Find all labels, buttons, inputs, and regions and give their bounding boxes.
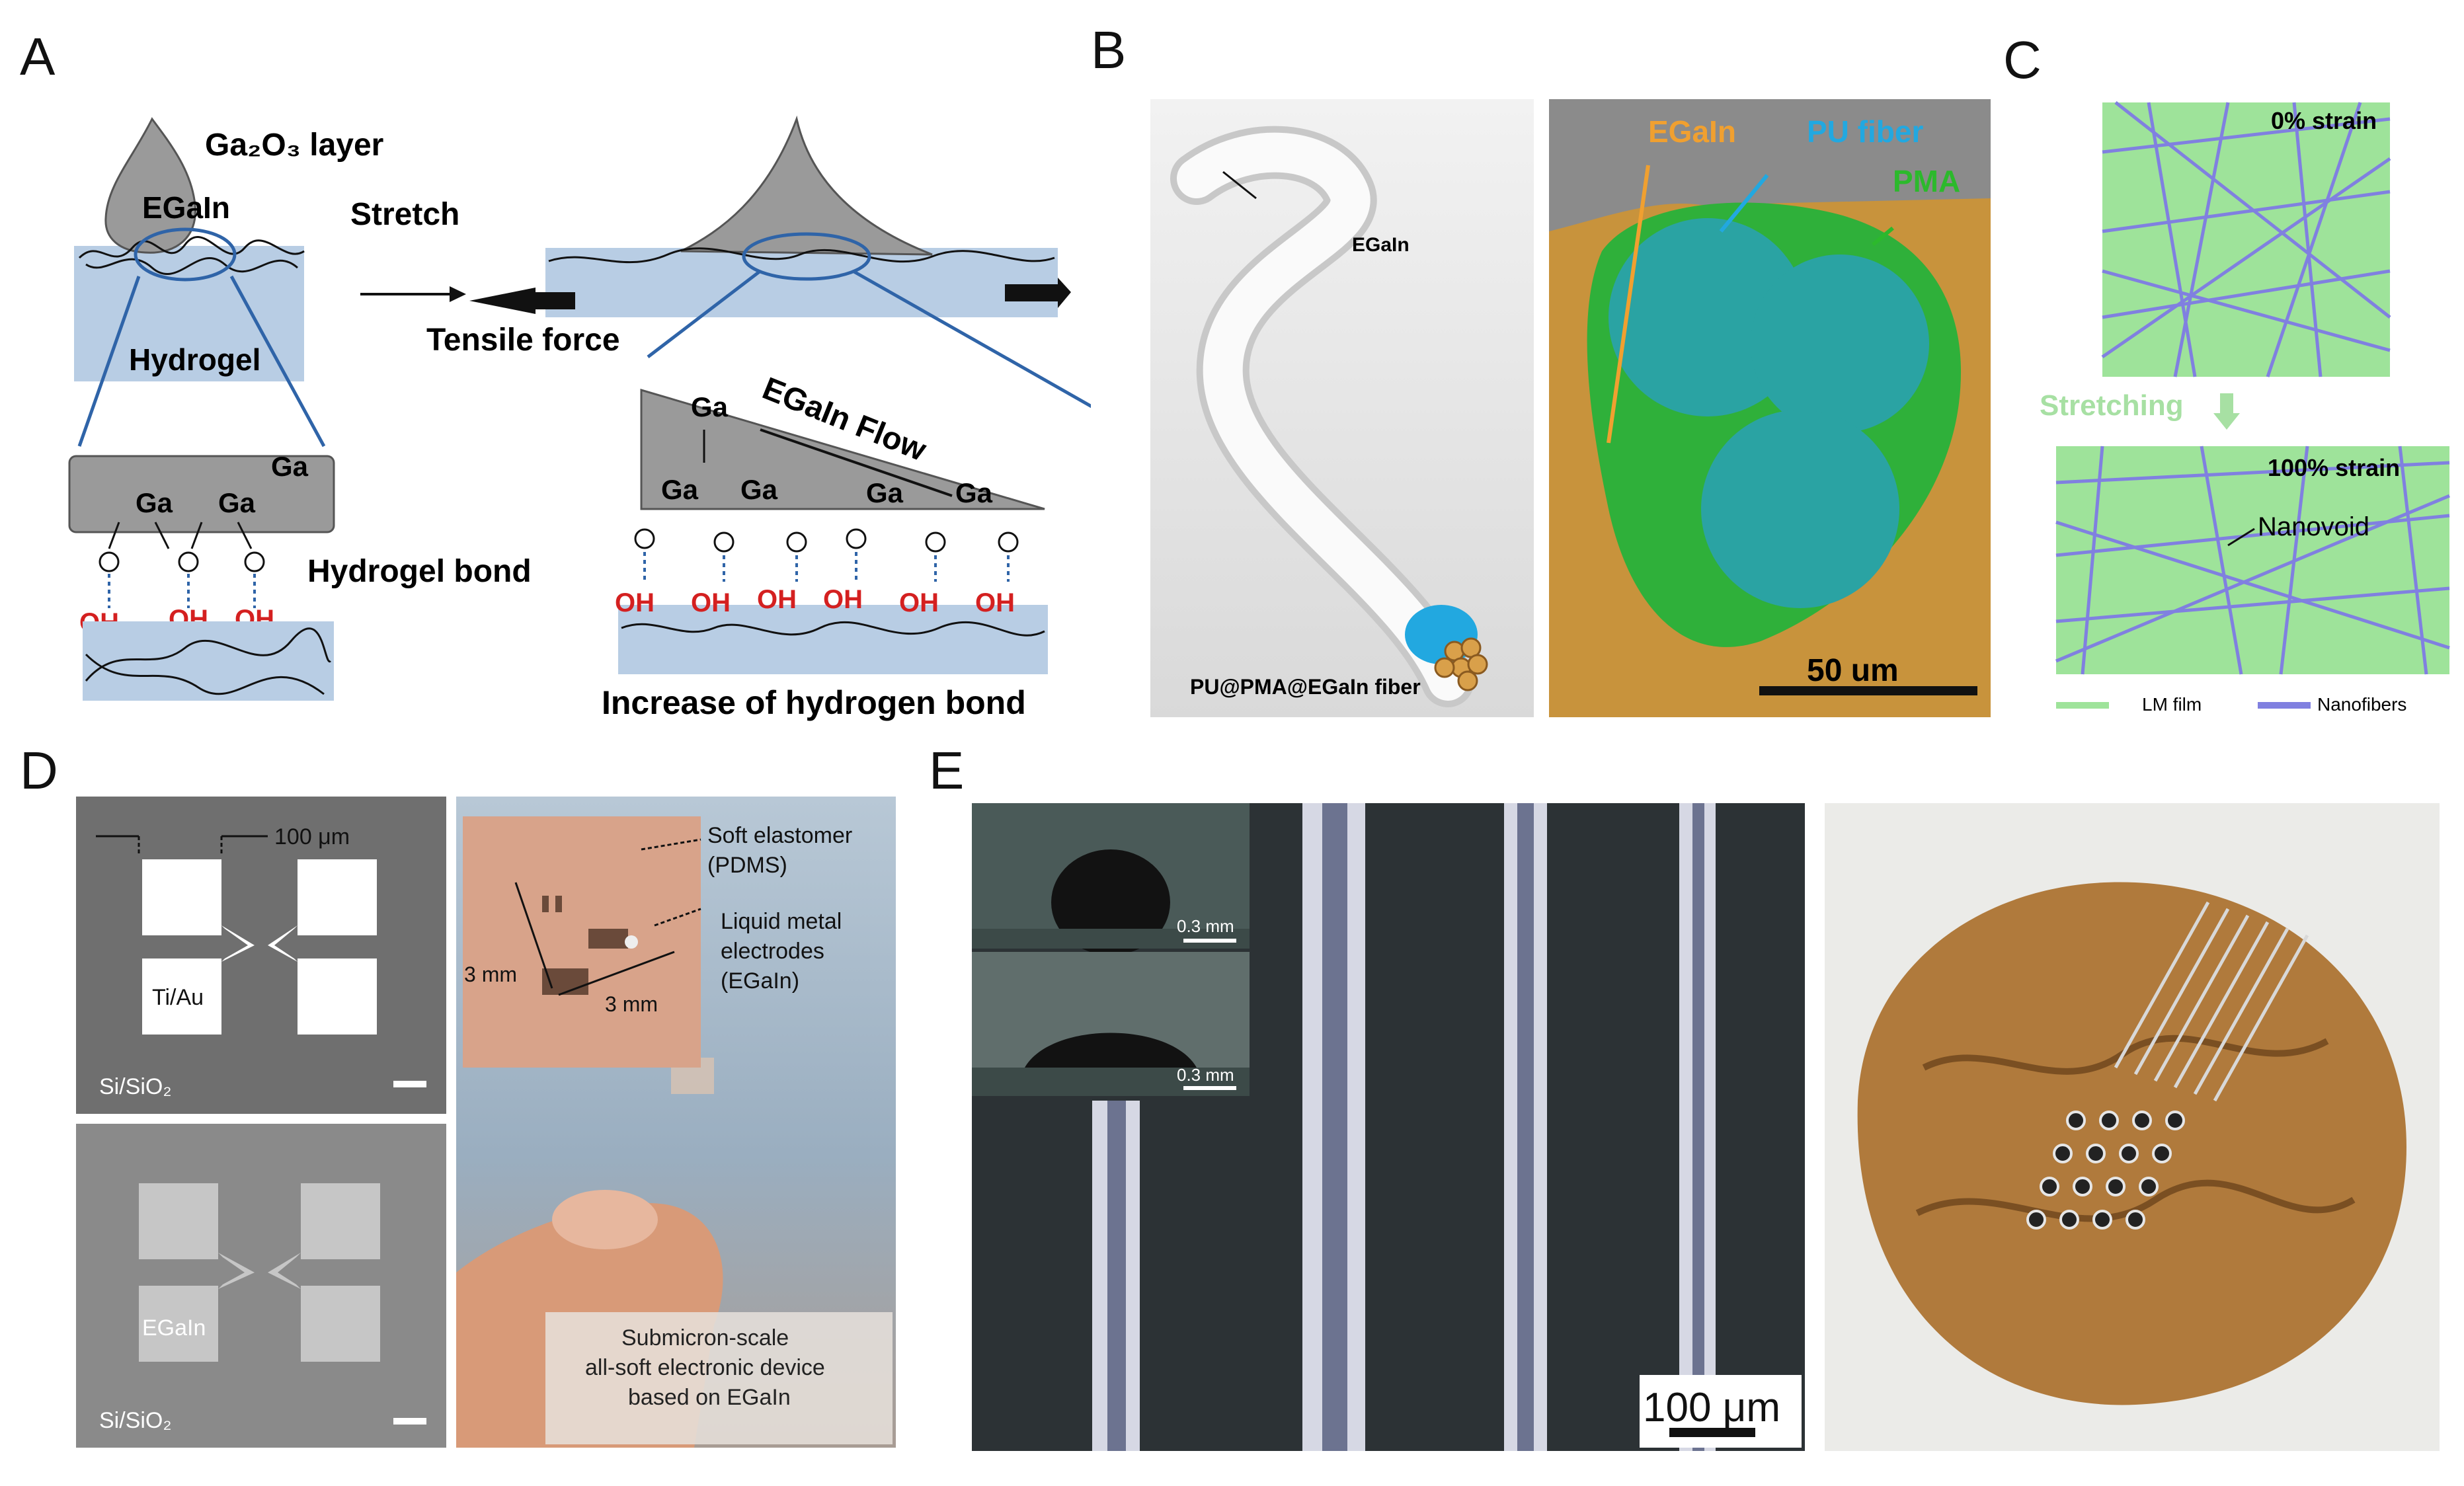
legend-lm-label: LM film <box>2142 694 2202 715</box>
dim-100um-label: 100 μm <box>274 824 350 849</box>
scale-bar-top <box>393 1081 426 1087</box>
oh-label-4: OH <box>615 588 655 617</box>
hydrogel-label: Hydrogel <box>129 342 260 377</box>
ga-label-4: Ga <box>691 391 729 422</box>
pma-label: PMA <box>1893 164 1960 198</box>
egain-sem-image: EGaIn Si/SiO₂ <box>76 1124 446 1448</box>
panel-label-b: B <box>1091 20 1127 79</box>
sem-scale-bar <box>1759 686 1977 695</box>
caption-line-2: all-soft electronic device <box>585 1355 825 1380</box>
ga-label-3: Ga <box>218 487 256 518</box>
fingernail <box>552 1190 658 1249</box>
fiber-sem-image: EGaIn PU fiber PMA 50 um <box>1549 99 1991 717</box>
pu-fiber-2 <box>1751 254 1929 433</box>
egain-strands <box>1434 637 1488 691</box>
oh-label-7: OH <box>823 585 863 614</box>
zoom-ellipse-right <box>742 232 871 281</box>
walnut <box>1857 882 2406 1405</box>
legend-nano-label: Nanofibers <box>2317 694 2406 715</box>
fiber-caption: PU@PMA@EGaIn fiber <box>1190 675 1421 699</box>
ga-label-8: Ga <box>955 477 993 508</box>
scale-bar-bottom <box>393 1418 426 1425</box>
legend-lm-swatch <box>2056 702 2109 709</box>
legend-nano-swatch <box>2258 702 2311 709</box>
stretch-label: Stretch <box>350 197 459 232</box>
oh-label-6: OH <box>757 585 797 614</box>
egain-sem-d-label: EGaIn <box>142 1315 206 1341</box>
dim-3mm-b-label: 3 mm <box>605 992 658 1016</box>
egain-paren-label: (EGaIn) <box>721 968 799 994</box>
device-inset <box>463 816 701 1068</box>
sisio2-top-label: Si/SiO₂ <box>99 1074 172 1099</box>
sisio2-bottom-label: Si/SiO₂ <box>99 1408 172 1433</box>
egain-fiber-label: EGaIn <box>1352 234 1410 256</box>
pu-fiber-3 <box>1701 410 1899 608</box>
oh-label-5: OH <box>691 588 731 617</box>
soft-elastomer-label: Soft elastomer <box>707 823 852 848</box>
main-scale-label: 100 μm <box>1643 1385 1780 1430</box>
ga-label-7: Ga <box>866 477 904 508</box>
tensile-force-label: Tensile force <box>426 323 620 358</box>
fiber-render-image: EGaIn PU@PMA@EGaIn fiber <box>1150 99 1534 717</box>
panel-label-a: A <box>20 27 56 86</box>
ga2o3-layer-label: Ga₂O₃ layer <box>205 128 383 163</box>
egain-label: EGaIn <box>142 190 230 225</box>
caption-box <box>545 1312 893 1444</box>
hydrogel-bond-label: Hydrogel bond <box>307 554 532 589</box>
inset1-scale-label: 0.3 mm <box>1177 916 1234 936</box>
inset2-scale-label: 0.3 mm <box>1177 1065 1234 1085</box>
panel-c-diagram: 0% strain Stretching 100% strain Nanovoi… <box>2040 101 2450 715</box>
egain-sem-label: EGaIn <box>1648 114 1736 149</box>
electrode-array <box>2026 1111 2185 1230</box>
pdms-label: (PDMS) <box>707 853 787 878</box>
strain0-label: 0% strain <box>2271 107 2377 134</box>
ga-label-5: Ga <box>661 474 699 505</box>
egain-wedge <box>640 388 1045 510</box>
tiau-sem-image: 100 μm Ti/Au Si/SiO₂ <box>76 797 446 1114</box>
tensile-arrow-left <box>469 288 536 314</box>
nanovoid-label: Nanovoid <box>2258 512 2369 541</box>
increase-hydrogen-bond-label: Increase of hydrogen bond <box>602 684 1026 721</box>
ga-layer-left <box>68 455 335 533</box>
pu-fiber-label: PU fiber <box>1807 114 1923 149</box>
ga-label-2: Ga <box>136 487 173 518</box>
caption-line-1: Submicron-scale <box>621 1325 789 1350</box>
tiau-label: Ti/Au <box>152 985 204 1010</box>
egain-droplet <box>104 117 196 254</box>
flexible-ribbon <box>2114 901 2309 1102</box>
printed-lines-micrograph: 0.3 mm 0.3 mm 100 μm <box>972 803 1805 1451</box>
hydrogel-detail-right <box>618 605 1048 674</box>
strain100-label: 100% strain <box>2268 454 2400 481</box>
liquid-metal-label: Liquid metal <box>721 909 842 934</box>
panel-a-diagram: Ga₂O₃ layer EGaIn Hydrogel Stretch Tensi… <box>68 115 1091 721</box>
hydrogel-block-right <box>545 248 1058 317</box>
panel-label-d: D <box>20 741 58 800</box>
oh-label-9: OH <box>975 588 1015 617</box>
oh-label-8: OH <box>899 588 939 617</box>
tensile-arrow-right <box>1058 278 1071 308</box>
hydrogel-detail-left <box>83 621 334 701</box>
ga-label-6: Ga <box>740 474 778 505</box>
caption-line-3: based on EGaIn <box>628 1385 791 1410</box>
electrodes-label: electrodes <box>721 939 824 964</box>
panel-label-c: C <box>2003 30 2042 89</box>
walnut-brain-photo <box>1825 803 2440 1451</box>
finger-device-photo: 3 mm 3 mm Soft elastomer (PDMS) Liquid m… <box>456 797 896 1448</box>
hydrogel-block-left <box>74 246 304 381</box>
panel-label-e: E <box>929 741 965 800</box>
stretching-label: Stretching <box>2040 389 2184 422</box>
egain-stretched <box>680 115 933 256</box>
ga-label-1: Ga <box>271 451 309 482</box>
dim-3mm-a-label: 3 mm <box>464 962 517 986</box>
lm-film-stretched <box>2056 446 2449 674</box>
sem-scale-label: 50 um <box>1807 653 1899 688</box>
main-scale-bar <box>1669 1428 1755 1437</box>
zoom-ellipse-left <box>134 227 237 282</box>
